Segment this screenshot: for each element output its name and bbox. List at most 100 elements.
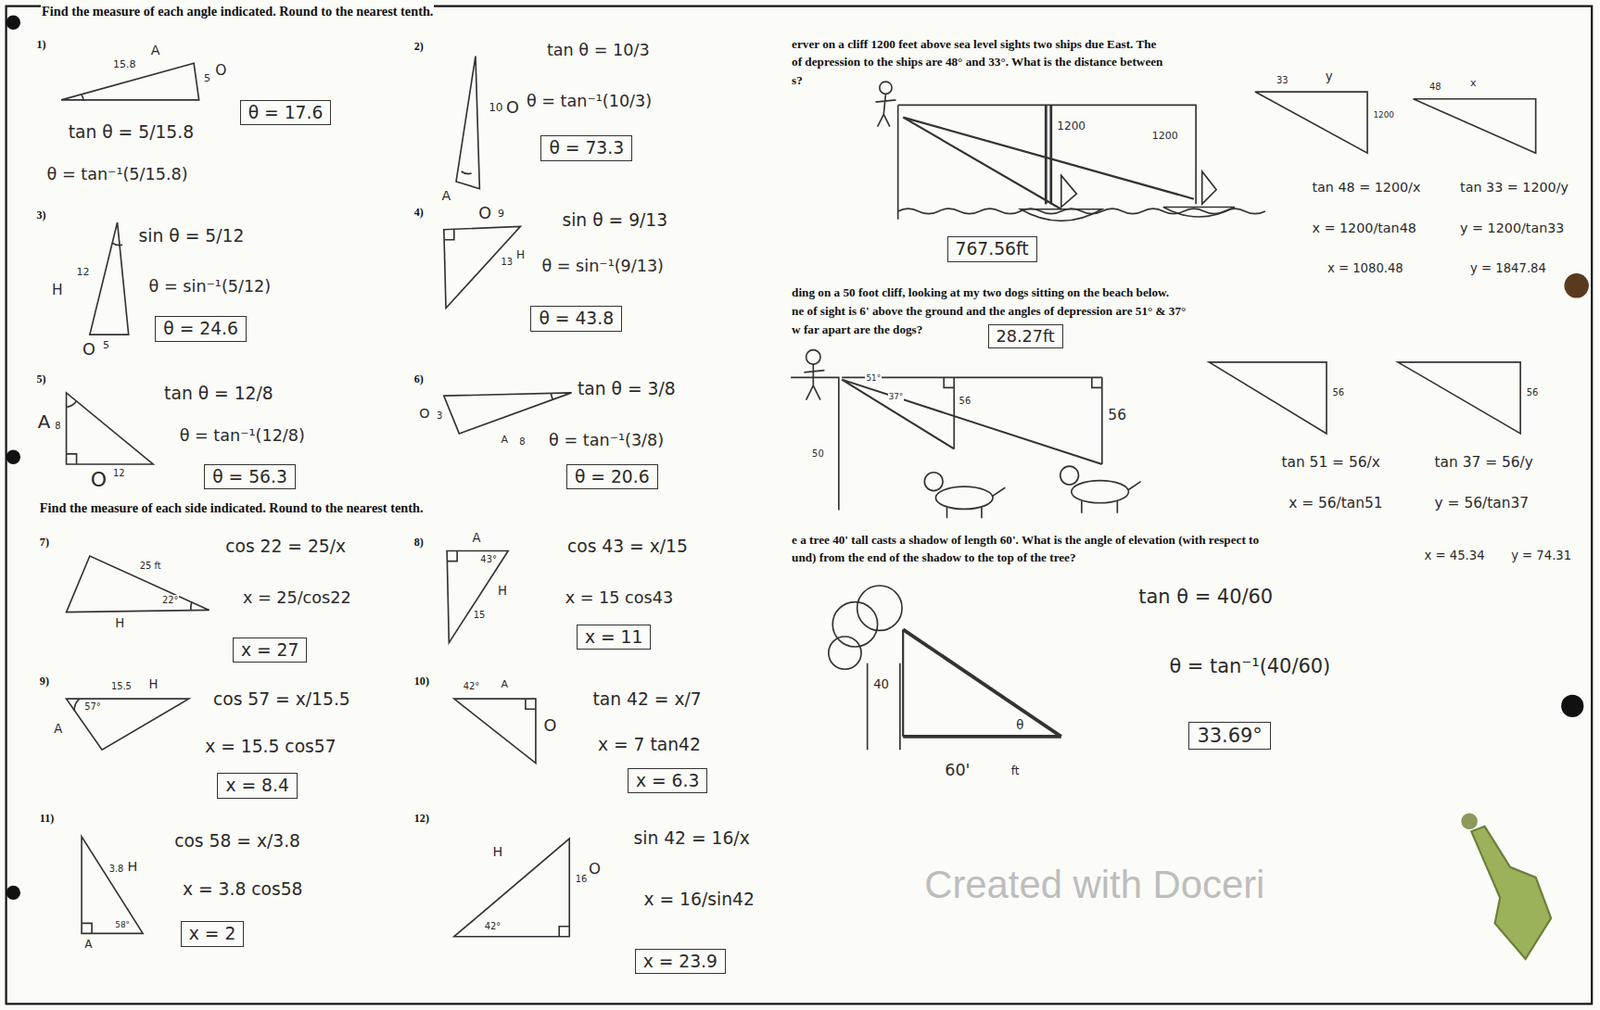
- handwritten-note: θ = tan⁻¹(3/8): [547, 431, 665, 450]
- handwritten-note: θ = sin⁻¹(5/12): [148, 277, 273, 296]
- handwritten-note: y = 74.31: [1510, 548, 1573, 563]
- handwritten-note: tan θ = 3/8: [576, 379, 677, 400]
- handwritten-note: 33: [1275, 75, 1290, 86]
- printed-text: 5): [36, 373, 48, 387]
- answer-box: x = 23.9: [634, 949, 726, 976]
- right-angle-mark: [446, 551, 458, 562]
- handwritten-note: H: [496, 584, 508, 598]
- handwritten-note: 12: [112, 468, 127, 479]
- handwritten-note: θ: [1015, 718, 1025, 733]
- handwritten-note: H: [50, 282, 64, 300]
- triangle-figure: [81, 837, 143, 935]
- ships-sketch: [875, 81, 1536, 221]
- tree-sketch: [828, 585, 1062, 750]
- handwritten-note: H: [114, 616, 126, 631]
- handwritten-note: x = 56/tan51: [1287, 495, 1384, 513]
- answer-box: x = 2: [180, 921, 245, 948]
- handwritten-note: 16: [574, 874, 589, 885]
- handwritten-note: x = 15 cos43: [564, 588, 674, 608]
- handwritten-note: tan 33 = 1200/y: [1459, 179, 1570, 195]
- answer-box: x = 6.3: [627, 768, 708, 795]
- cliff-outline: [790, 377, 839, 510]
- answer-box: θ = 17.6: [240, 100, 332, 127]
- printed-text: 3): [36, 209, 48, 223]
- handwritten-note: A: [471, 531, 483, 546]
- handwritten-note: 42°: [462, 681, 482, 692]
- handwritten-note: 1200: [1055, 120, 1087, 134]
- printed-text: Find the measure of each angle indicated…: [40, 3, 434, 19]
- handwritten-note: x = 16/sin42: [642, 889, 755, 911]
- handwritten-note: tan θ = 10/3: [546, 40, 651, 60]
- handwritten-note: 40: [872, 677, 890, 692]
- handwritten-note: tan θ = 12/8: [163, 383, 275, 405]
- handwritten-note: θ = tan⁻¹(5/15.8): [46, 165, 190, 184]
- answer-box: θ = 24.6: [154, 316, 247, 343]
- tree-canopy: [857, 585, 902, 631]
- handwritten-note: A: [83, 939, 93, 953]
- handwritten-note: cos 43 = x/15: [566, 536, 689, 558]
- angle-mark: [66, 401, 77, 408]
- dog-figure: [947, 487, 1006, 519]
- shadow-line: [902, 735, 1062, 739]
- handwritten-note: x = 3.8 cos58: [181, 879, 305, 901]
- handwritten-note: O: [418, 406, 431, 421]
- handwritten-note: 1200: [1151, 130, 1180, 143]
- handwritten-note: x: [1469, 77, 1478, 90]
- doceri-logo: [1460, 813, 1551, 960]
- triangle-figure: [456, 56, 480, 190]
- triangle-figure: [1208, 362, 1327, 434]
- watermark: Created with Doceri: [923, 863, 1266, 908]
- handwritten-note: y = 1200/tan33: [1459, 220, 1565, 236]
- observer-figure: [879, 81, 892, 94]
- handwritten-note: tan 48 = 1200/x: [1310, 179, 1422, 195]
- printed-text: 1): [36, 38, 48, 52]
- handwritten-note: tan 51 = 56/x: [1280, 455, 1381, 472]
- handwritten-note: θ = tan⁻¹(40/60): [1168, 655, 1332, 678]
- handwritten-note: ft: [1010, 765, 1021, 779]
- answer-text: x = 23.9: [643, 952, 718, 973]
- printed-text: 12): [413, 812, 431, 826]
- handwritten-note: 50: [811, 448, 826, 459]
- answer-text: θ = 43.8: [538, 308, 614, 330]
- observer-figure: [875, 93, 896, 127]
- handwritten-note: A: [441, 188, 453, 204]
- answer-text: θ = 73.3: [548, 138, 624, 159]
- hole-punches: [6, 15, 1589, 902]
- right-angle-mark: [81, 923, 92, 934]
- handwritten-note: cos 22 = 25/x: [224, 536, 347, 558]
- handwritten-note: 15.5: [110, 681, 133, 692]
- answer-box: x = 27: [232, 637, 307, 664]
- handwritten-note: O: [505, 98, 521, 117]
- ship: [1163, 171, 1235, 217]
- printed-text: ding on a 50 foot cliff, looking at my t…: [790, 285, 1170, 300]
- angle-mark: [74, 698, 80, 712]
- printed-text: 9): [38, 675, 51, 689]
- handwritten-note: 43°: [479, 554, 498, 565]
- printed-text: 4): [413, 206, 425, 220]
- answer-text: 28.27ft: [996, 327, 1055, 346]
- answer-text: θ = 24.6: [163, 318, 239, 340]
- handwritten-note: 60': [943, 761, 971, 780]
- answer-box: x = 8.4: [216, 773, 297, 800]
- handwritten-note: x = 7 tan42: [596, 735, 702, 756]
- triangle-figure: [66, 556, 210, 613]
- triangle-figure: [454, 698, 536, 763]
- handwritten-note: x = 1080.48: [1326, 261, 1405, 276]
- handwritten-note: 22°: [161, 595, 180, 606]
- handwritten-note: x = 45.34: [1423, 548, 1486, 563]
- handwritten-note: x = 15.5 cos57: [203, 736, 338, 758]
- answer-text: θ = 56.3: [212, 467, 288, 488]
- answer-text: 33.69°: [1196, 724, 1262, 748]
- answer-text: x = 6.3: [635, 771, 699, 792]
- handwritten-note: 56: [1525, 387, 1540, 398]
- handwritten-note: O: [543, 716, 559, 736]
- handwritten-note: 56: [958, 395, 973, 407]
- dog-figure: [1060, 466, 1080, 485]
- dog-figure: [1081, 482, 1142, 514]
- handwritten-note: 56: [1106, 407, 1128, 425]
- printed-text: of depression to the ships are 48° and 3…: [790, 54, 1164, 69]
- triangle-figure: [1413, 99, 1537, 153]
- handwritten-note: tan 42 = x/7: [591, 689, 702, 711]
- observer-figure: [806, 350, 821, 365]
- handwritten-note: 57°: [83, 701, 102, 712]
